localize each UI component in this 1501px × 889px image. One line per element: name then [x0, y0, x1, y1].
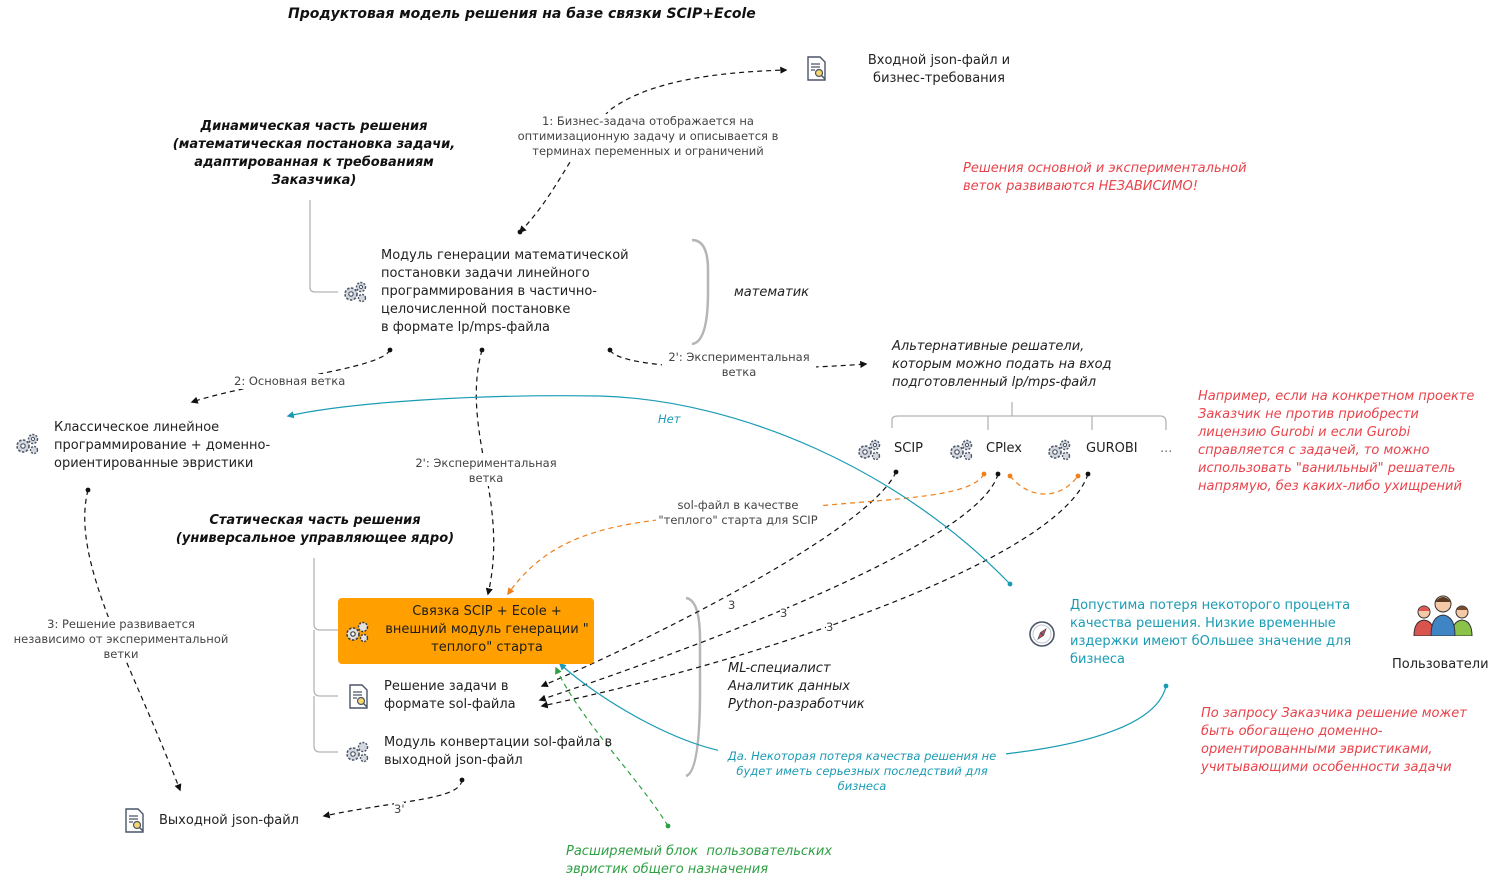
document-search-icon — [807, 56, 826, 81]
edge-business-label: 1: Бизнес-задача отображается на оптимиз… — [496, 114, 800, 159]
edge-cplex-solution — [538, 473, 999, 702]
input-file-label: Входной json-файл и бизнес-требования — [867, 53, 1011, 86]
output-file-label: Выходной json-файл — [159, 813, 299, 828]
edge-no — [286, 395, 1011, 585]
gears-icon — [344, 281, 367, 303]
users-label: Пользователи — [1392, 657, 1489, 672]
roles-label: ML-специалист Аналитик данных Python-раз… — [728, 661, 865, 712]
convert-module-label: Модуль конвертации sol-файла в выходной … — [384, 735, 613, 768]
no-label: Нет — [658, 412, 681, 427]
gears-icon — [346, 741, 369, 763]
edge-exp-center-label: 2': Экспериментальная ветка — [408, 456, 564, 486]
extensible-block-label: Расширяемый блок пользовательских эврист… — [566, 844, 833, 877]
solution-sol-label: Решение задачи в формате sol-файла — [384, 679, 516, 712]
independent-note: Решения основной и экспериментальной вет… — [963, 161, 1247, 194]
mathematician-role: математик — [734, 285, 809, 300]
gears-icon — [16, 433, 39, 455]
warm-start-label: sol-файл в качестве "теплого" старта для… — [656, 498, 820, 528]
compass-icon — [1029, 621, 1055, 647]
solver-cplex[interactable]: CPlex — [986, 441, 1022, 456]
tree-connectors — [309, 200, 1167, 753]
gears-icon — [858, 439, 881, 461]
edge-warm-start — [507, 473, 985, 596]
classic-lp-label: Классическое линейное программирование +… — [54, 420, 271, 471]
edge-exp-right — [609, 349, 868, 369]
scip-ecole-box: Связка SCIP + Ecole + внешний модуль ген… — [338, 598, 594, 664]
alt-solvers-label: Альтернативные решатели, которым можно п… — [892, 339, 1112, 390]
gurobi-note: Например, если на конкретном проекте Зак… — [1198, 389, 1475, 494]
gears-icon — [1048, 439, 1071, 461]
document-search-icon — [125, 808, 144, 833]
gears-icon — [950, 439, 973, 461]
document-search-icon — [349, 684, 368, 709]
dynamic-header: Динамическая часть решения (математическ… — [172, 119, 456, 188]
solver-gurobi[interactable]: GUROBI — [1086, 441, 1138, 456]
math-module-label: Модуль генерации математической постанов… — [381, 248, 629, 335]
quality-loss-note: Допустима потеря некоторого процента кач… — [1070, 598, 1352, 667]
page-title: Продуктовая модель решения на базе связк… — [288, 6, 756, 22]
static-header: Статическая часть решения (универсальное… — [175, 513, 455, 546]
yes-label: Да. Некоторая потеря качества решения не… — [718, 749, 1006, 794]
users-icon — [1413, 595, 1473, 636]
edge-scip-solution — [540, 471, 897, 688]
edge-dots — [85, 229, 1091, 783]
edge-main-label: 2: Основная ветка — [234, 374, 346, 389]
edge3-label-c: 3 — [826, 620, 834, 635]
edge-extensible — [555, 666, 669, 827]
edge-develop — [84, 489, 182, 792]
gears-icon — [346, 621, 369, 643]
scip-ecole-label: Связка SCIP + Ecole + внешний модуль ген… — [385, 604, 589, 655]
solver-more: ... — [1160, 441, 1173, 456]
edge-output — [322, 779, 463, 819]
edge-develop-label: 3: Решение развивается независимо от экс… — [4, 617, 238, 662]
edge3-label-b: 3 — [780, 606, 788, 621]
edge-gurobi-solution — [540, 473, 1089, 709]
braces — [685, 238, 710, 778]
edge3-label-a: 3 — [728, 598, 736, 613]
edge3p-label: 3' — [394, 802, 405, 817]
edge-gurobi-cplex — [1009, 475, 1079, 495]
customer-note: По запросу Заказчика решение может быть … — [1201, 706, 1467, 775]
edge-exp-right-label: 2': Экспериментальная ветка — [662, 350, 816, 380]
solver-scip[interactable]: SCIP — [894, 441, 924, 456]
